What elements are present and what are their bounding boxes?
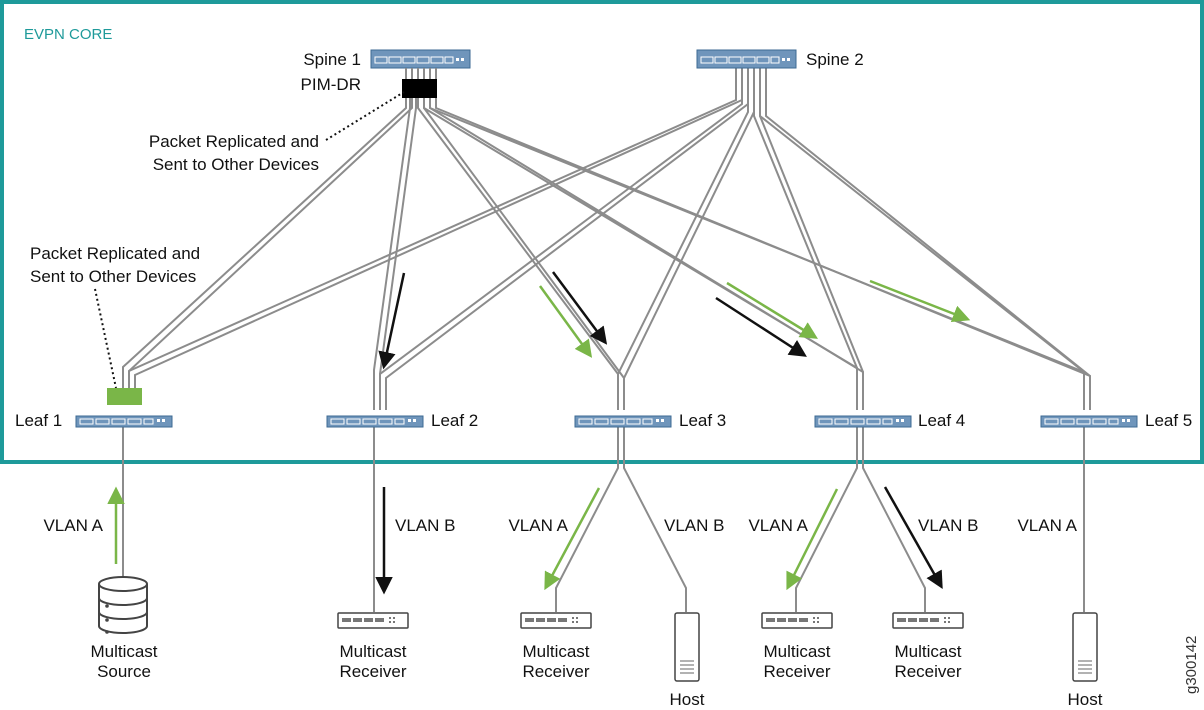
- leaf2-label: Leaf 2: [431, 411, 478, 430]
- spine1-role: PIM-DR: [301, 75, 361, 94]
- evpn-core-label: EVPN CORE: [24, 26, 112, 43]
- host-leaf5-label: Host: [1068, 690, 1103, 709]
- server-icon[interactable]: [674, 612, 700, 682]
- spine1-uplink-bundle: [405, 68, 437, 80]
- arrow-leaf4-vlan-a-in: [726, 281, 818, 339]
- arrow-leaf2-vlan-b-in: [378, 272, 406, 370]
- recv-leaf3-label-line1: Multicast: [522, 642, 589, 661]
- vlan-label-leaf4-left: VLAN A: [748, 516, 808, 535]
- leaf4-switch[interactable]: [814, 415, 912, 428]
- recv-leaf4b-label-line1: Multicast: [894, 642, 961, 661]
- leaf3-switch[interactable]: [574, 415, 672, 428]
- spine-annotation-line1: Packet Replicated and: [149, 132, 319, 151]
- leaf-annotation-line2: Sent to Other Devices: [30, 267, 196, 286]
- receiver-switch-icon[interactable]: [520, 612, 592, 629]
- vlan-label-leaf3-right: VLAN B: [664, 516, 724, 535]
- leaf-annotation-line1: Packet Replicated and: [30, 244, 200, 263]
- vlan-label-leaf3-left: VLAN A: [508, 516, 568, 535]
- spine-annotation-leader: [325, 91, 405, 141]
- vlan-label-leaf2: VLAN B: [395, 516, 455, 535]
- vlan-label-leaf5: VLAN A: [1017, 516, 1077, 535]
- spine2-switch[interactable]: [696, 49, 797, 69]
- leaf1-label: Leaf 1: [15, 411, 62, 430]
- leaf5-label: Leaf 5: [1145, 411, 1192, 430]
- vlan-label-leaf4-right: VLAN B: [918, 516, 978, 535]
- spine1-replicator: [402, 79, 437, 98]
- evpn-core-border: [0, 0, 1204, 464]
- spine2-label: Spine 2: [806, 50, 864, 69]
- recv-leaf4a-label-line1: Multicast: [763, 642, 830, 661]
- leaf2-switch[interactable]: [326, 415, 424, 428]
- arrow-leaf4-vlan-b-in: [715, 296, 807, 357]
- leaf-annotation-leader: [94, 288, 117, 389]
- vlan-label-leaf1: VLAN A: [43, 516, 103, 535]
- recv-leaf4a-label-line2: Receiver: [763, 662, 830, 681]
- receiver-switch-icon[interactable]: [337, 612, 409, 629]
- receiver-switch-icon[interactable]: [892, 612, 964, 629]
- arrow-leaf5-vlan-a-in: [869, 279, 971, 323]
- spine-annotation-line2: Sent to Other Devices: [153, 155, 319, 174]
- arrow-leaf3-vlan-a-out: [544, 487, 601, 591]
- recv-leaf2-label-line2: Receiver: [339, 662, 406, 681]
- figure-id: g300142: [1183, 636, 1200, 694]
- arrow-leaf3-vlan-b-in: [551, 271, 608, 345]
- leaf-downlinks: [122, 425, 1085, 612]
- spine1-switch[interactable]: [370, 49, 471, 69]
- leaf1-group[interactable]: [75, 388, 173, 428]
- arrow-leaf4-vlan-a-out: [786, 488, 839, 591]
- host-leaf3-label: Host: [670, 690, 705, 709]
- leaf3-label: Leaf 3: [679, 411, 726, 430]
- recv-leaf2-label-line1: Multicast: [339, 642, 406, 661]
- recv-leaf4b-label-line2: Receiver: [894, 662, 961, 681]
- leaf1-replicator: [107, 388, 142, 405]
- leaf4-label: Leaf 4: [918, 411, 965, 430]
- database-icon[interactable]: [98, 576, 148, 634]
- server-icon[interactable]: [1072, 612, 1098, 682]
- spine-leaf-links: [122, 68, 1091, 410]
- receiver-switch-icon[interactable]: [761, 612, 833, 629]
- source-label-line1: Multicast: [90, 642, 157, 661]
- arrow-leaf3-vlan-a-in: [538, 285, 593, 358]
- traffic-arrows: [107, 271, 971, 595]
- leaf5-switch[interactable]: [1040, 415, 1138, 428]
- recv-leaf3-label-line2: Receiver: [522, 662, 589, 681]
- arrow-leaf4-vlan-b-out: [883, 486, 943, 590]
- source-label-line2: Source: [97, 662, 151, 681]
- spine1-label: Spine 1: [303, 50, 361, 69]
